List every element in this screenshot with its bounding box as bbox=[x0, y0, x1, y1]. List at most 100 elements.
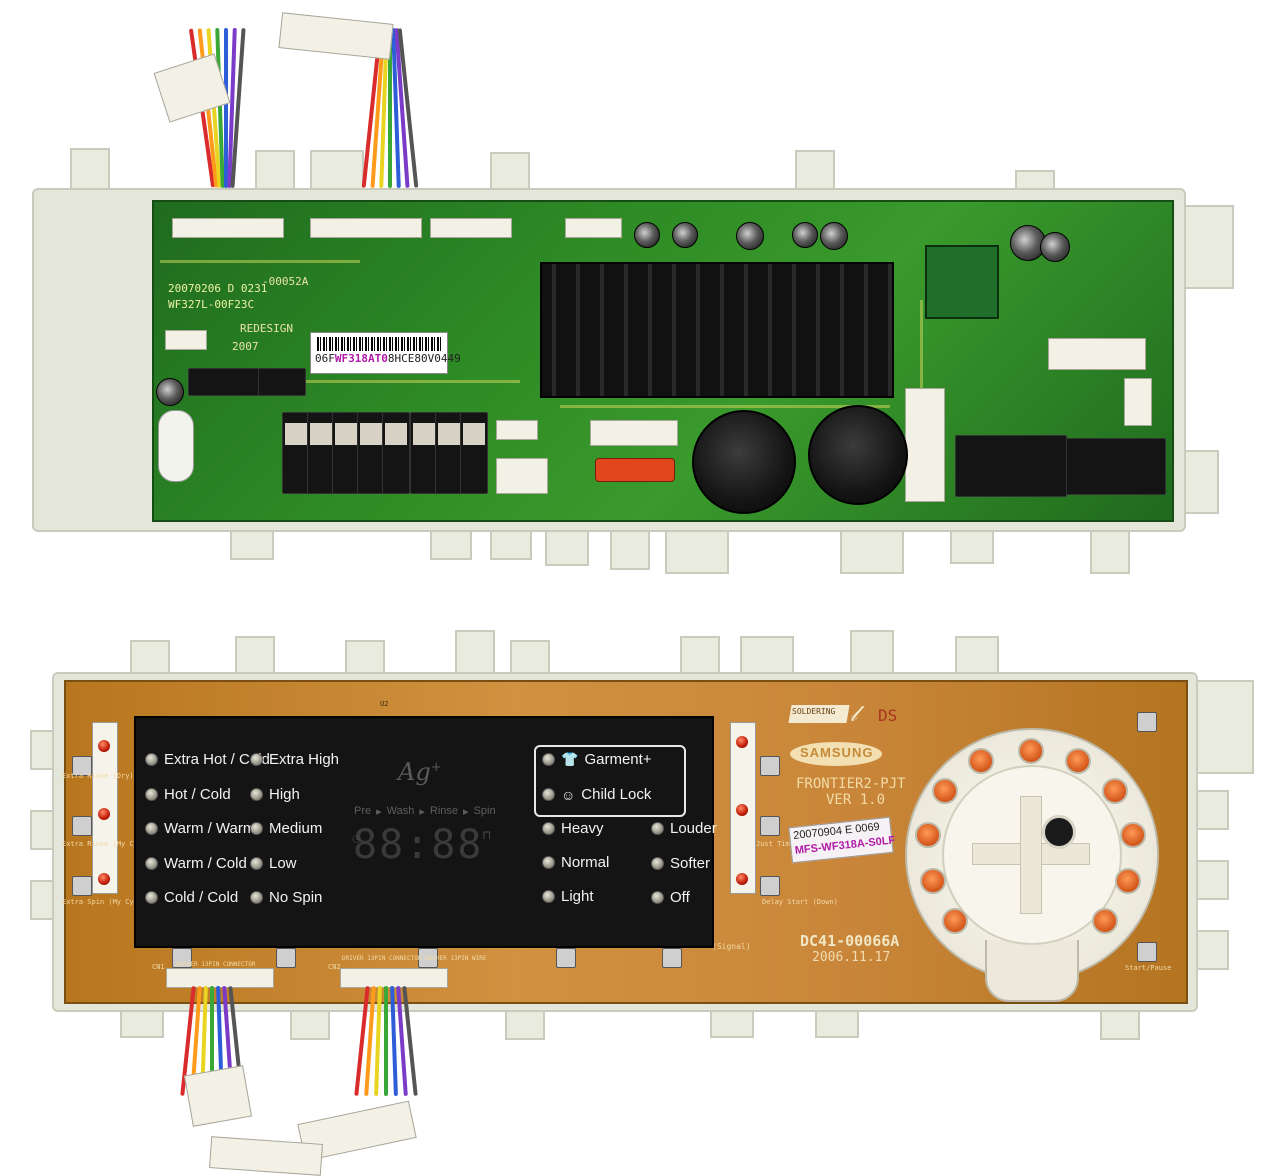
part-code: WF327L-00F23C bbox=[168, 298, 255, 311]
relay bbox=[332, 412, 360, 494]
dial-shaft-icon bbox=[1042, 815, 1076, 849]
dial-led bbox=[1115, 868, 1141, 894]
power-connector bbox=[590, 420, 678, 446]
signal-switch[interactable] bbox=[760, 756, 780, 776]
temp-option-2[interactable]: Warm / Warm bbox=[145, 820, 255, 837]
indicator-led bbox=[736, 873, 748, 885]
option-led-icon bbox=[651, 891, 664, 904]
temp-option-4[interactable]: Cold / Cold bbox=[145, 889, 238, 906]
stage-arrow-icon: ▸ bbox=[419, 806, 425, 818]
silk-cn1: CN1 bbox=[152, 963, 165, 971]
extra-rinse-mycycle-switch[interactable] bbox=[72, 816, 92, 836]
soil-option-0[interactable]: Heavy bbox=[542, 820, 604, 837]
silk-u2: U2 bbox=[380, 700, 389, 708]
option-led-icon bbox=[145, 822, 158, 835]
extra-rinse-switch[interactable] bbox=[72, 756, 92, 776]
relay bbox=[435, 412, 463, 494]
soil-switch[interactable] bbox=[556, 948, 576, 968]
capacitor bbox=[792, 222, 818, 248]
relay-block bbox=[955, 435, 1067, 497]
wire-harness bbox=[160, 8, 270, 189]
power-connector bbox=[1124, 378, 1152, 426]
spin-option-2[interactable]: Medium bbox=[250, 820, 322, 837]
capacitor bbox=[1040, 232, 1070, 262]
spin-option-1[interactable]: High bbox=[250, 786, 300, 803]
dial-led bbox=[1065, 748, 1091, 774]
project-name: FRONTIER2-PJT bbox=[796, 776, 906, 792]
barcode-icon bbox=[317, 337, 441, 351]
temp-switch[interactable] bbox=[172, 948, 192, 968]
silk-just-time: Just Time) bbox=[756, 840, 799, 848]
temp-option-0[interactable]: Extra Hot / Cold bbox=[145, 751, 270, 768]
wire-harness bbox=[330, 8, 440, 189]
delay-start-switch[interactable] bbox=[760, 876, 780, 896]
date-code: 20070206 D 0231 bbox=[168, 282, 268, 295]
garment-plus-option[interactable]: 👕Garment+ bbox=[542, 751, 652, 768]
signal-option-2[interactable]: Off bbox=[651, 889, 690, 906]
capacitor bbox=[1010, 225, 1046, 261]
soil-option-1[interactable]: Normal bbox=[542, 854, 609, 871]
spin-switch[interactable] bbox=[276, 948, 296, 968]
capacitor bbox=[736, 222, 764, 250]
spin-option-3[interactable]: Low bbox=[250, 855, 297, 872]
spin-option-0[interactable]: Extra High bbox=[250, 751, 339, 768]
samsung-logo: SAMSUNG bbox=[800, 745, 874, 760]
pcb-trace bbox=[560, 405, 890, 408]
dial-crossbar bbox=[1020, 796, 1042, 914]
part-number: DC41-00066A bbox=[800, 932, 900, 950]
ic-chip bbox=[258, 368, 306, 396]
option-led-icon bbox=[542, 753, 555, 766]
wire-connector bbox=[496, 420, 538, 440]
dial-led bbox=[915, 822, 941, 848]
temp-option-1[interactable]: Hot / Cold bbox=[145, 786, 231, 803]
stage-pre: Pre bbox=[354, 805, 372, 817]
harness-plug bbox=[183, 1065, 253, 1127]
temp-option-3[interactable]: Warm / Cold bbox=[145, 855, 247, 872]
silk-cn2: CN2 bbox=[328, 963, 341, 971]
dial-led bbox=[920, 868, 946, 894]
option-led-icon bbox=[250, 891, 263, 904]
ribbon-connector bbox=[166, 968, 274, 988]
just-time-switch[interactable] bbox=[760, 816, 780, 836]
harness-plug bbox=[209, 1136, 323, 1176]
signal-option-0[interactable]: Louder bbox=[651, 820, 717, 837]
label-prefix: 06F bbox=[315, 352, 335, 365]
mounting-tab bbox=[1195, 930, 1229, 970]
signal-option-1[interactable]: Softer bbox=[651, 855, 710, 872]
capacitor bbox=[156, 378, 184, 406]
transformer bbox=[925, 245, 999, 319]
dial-led bbox=[968, 748, 994, 774]
dial-led bbox=[932, 778, 958, 804]
soil-option-2[interactable]: Light bbox=[542, 888, 594, 905]
cycle-switch[interactable] bbox=[418, 948, 438, 968]
power-connector bbox=[496, 458, 548, 494]
capacitor bbox=[634, 222, 660, 248]
capacitor bbox=[820, 222, 848, 250]
option-led-icon bbox=[250, 753, 263, 766]
soldering-text: SOLDERING bbox=[792, 707, 836, 716]
heatsink bbox=[540, 262, 894, 398]
spin-option-4[interactable]: No Spin bbox=[250, 889, 322, 906]
indicator-led bbox=[98, 808, 110, 820]
indicator-led bbox=[736, 736, 748, 748]
garment-icon: 👕 bbox=[561, 751, 579, 767]
relay bbox=[307, 412, 335, 494]
option-led-icon bbox=[651, 822, 664, 835]
child-lock-option[interactable]: ☺Child Lock bbox=[542, 786, 651, 803]
silk-delay-start: Delay Start (Down) bbox=[762, 898, 838, 906]
varistor bbox=[595, 458, 675, 482]
signal-level-switch[interactable] bbox=[662, 948, 682, 968]
option-led-icon bbox=[250, 822, 263, 835]
samsung-ellipse bbox=[790, 742, 882, 766]
option-led-icon bbox=[145, 753, 158, 766]
stage-rinse: Rinse bbox=[429, 805, 459, 817]
year-text: 2007 bbox=[232, 340, 259, 353]
start-pause-switch[interactable] bbox=[1137, 942, 1157, 962]
option-led-icon bbox=[250, 788, 263, 801]
extra-spin-switch[interactable] bbox=[72, 876, 92, 896]
power-switch[interactable] bbox=[1137, 712, 1157, 732]
display-panel bbox=[134, 716, 714, 948]
option-led-icon bbox=[542, 788, 555, 801]
capacitor bbox=[672, 222, 698, 248]
barcode-label: 06FWF318AT08HCE80V0449 bbox=[310, 332, 461, 374]
